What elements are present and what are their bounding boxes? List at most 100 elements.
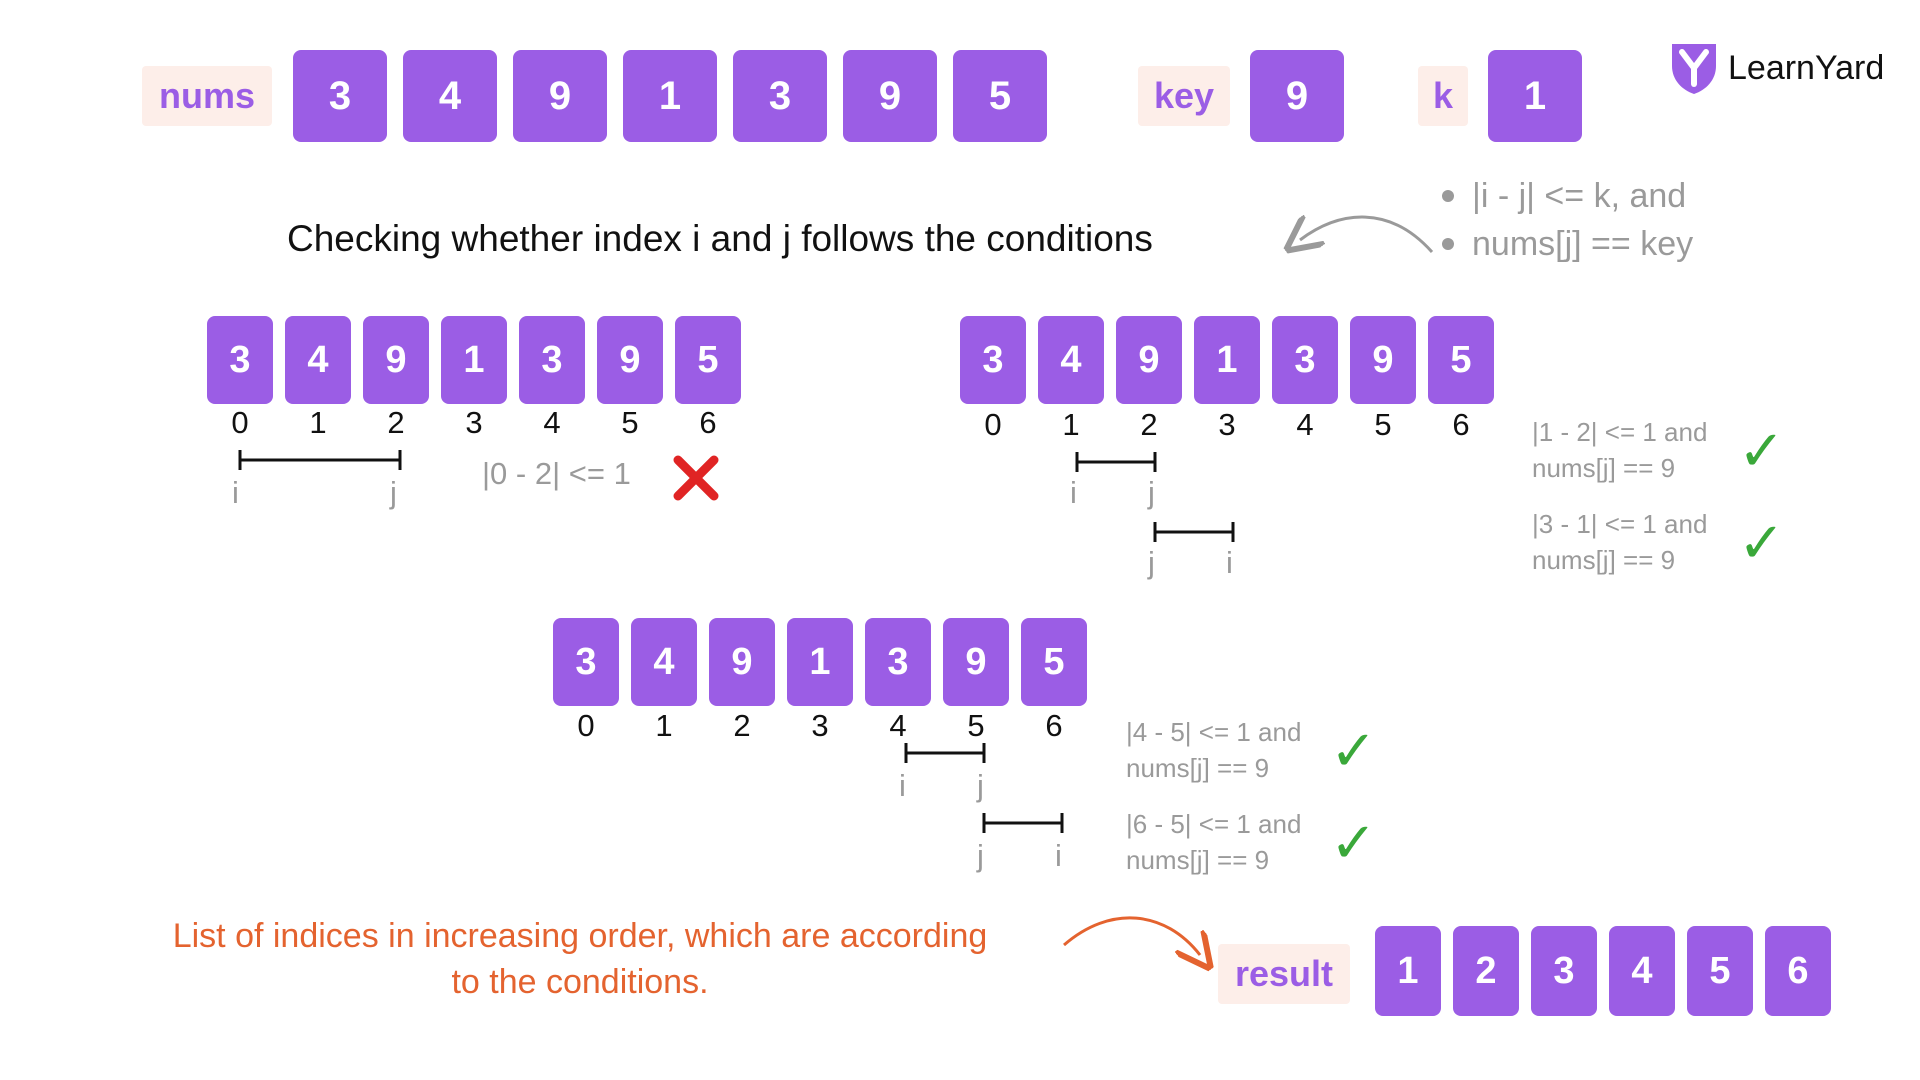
k-label: k [1418,66,1468,126]
array-cell: 9 [597,316,663,404]
key-label: key [1138,66,1230,126]
index-label: 6 [699,405,717,440]
nums-label: nums [142,66,272,126]
condition-line: |6 - 5| <= 1 and [1126,809,1302,839]
index-label: 0 [231,405,249,440]
result-cell: 4 [1609,926,1675,1016]
pointer-j: j [1148,475,1155,510]
bullet-icon [1442,238,1454,250]
condition-item: |i - j| <= k, and [1442,172,1693,220]
index-label: 3 [1218,407,1236,442]
pointer-i: i [1055,838,1062,873]
nums-cell: 5 [953,50,1047,142]
result-cell: 2 [1453,926,1519,1016]
range-bar [904,743,986,763]
index-label: 5 [967,708,985,743]
index-label: 6 [1452,407,1470,442]
curved-arrow-gray [1300,217,1434,252]
logo-text: LearnYard [1728,48,1885,87]
condition-text: |6 - 5| <= 1 and nums[j] == 9 [1126,806,1301,878]
array-cell: 9 [1116,316,1182,404]
array-cell: 9 [709,618,775,706]
curved-arrow-orange [1063,916,1200,955]
condition-text: |1 - 2| <= 1 and nums[j] == 9 [1532,414,1707,486]
index-label: 5 [1374,407,1392,442]
nums-cell: 1 [623,50,717,142]
array-cell: 3 [1272,316,1338,404]
cross-icon [673,455,719,501]
index-label: 2 [387,405,405,440]
pointer-i: i [899,768,906,803]
range-bar [982,813,1064,833]
key-value-box: 9 [1250,50,1344,142]
heading-text: Checking whether index i and j follows t… [287,218,1153,259]
pointer-i: i [1070,475,1077,510]
array-cell: 1 [787,618,853,706]
index-label: 1 [1062,407,1080,442]
array-cell: 3 [865,618,931,706]
range-bar [1075,452,1157,472]
array-cell: 5 [675,316,741,404]
index-label: 4 [543,405,561,440]
range-bar [1153,522,1235,542]
condition-text: nums[j] == key [1472,225,1694,263]
array-cell: 1 [441,316,507,404]
condition-line: nums[j] == 9 [1532,545,1676,575]
result-label: result [1218,944,1350,1004]
array-cell: 3 [960,316,1026,404]
k-value-box: 1 [1488,50,1582,142]
result-note: List of indices in increasing order, whi… [100,913,1060,1005]
check-icon: ✓ [1738,511,1785,574]
index-label: 4 [1296,407,1314,442]
index-label: 3 [811,708,829,743]
array-cell: 4 [285,316,351,404]
pointer-j: j [977,838,984,873]
array-cell: 1 [1194,316,1260,404]
range-bar [238,450,402,470]
conditions-list: |i - j| <= k, and nums[j] == key [1442,172,1693,268]
result-cell: 3 [1531,926,1597,1016]
check-icon: ✓ [1738,419,1785,482]
note-line: List of indices in increasing order, whi… [172,917,988,955]
check-icon: ✓ [1330,811,1377,874]
result-cell: 6 [1765,926,1831,1016]
note-line: to the conditions. [451,963,709,1001]
array-cell: 3 [519,316,585,404]
index-label: 1 [655,708,673,743]
index-label: 0 [577,708,595,743]
index-label: 2 [1140,407,1158,442]
result-cell: 5 [1687,926,1753,1016]
condition-line: nums[j] == 9 [1532,453,1676,483]
nums-cell: 3 [733,50,827,142]
pointer-j: j [1148,545,1155,580]
bullet-icon [1442,190,1454,202]
array-cell: 5 [1021,618,1087,706]
index-label: 2 [733,708,751,743]
pointer-j: j [977,768,984,803]
array-cell: 5 [1428,316,1494,404]
condition-item: nums[j] == key [1442,220,1693,268]
index-label: 1 [309,405,327,440]
pointer-i: i [1226,545,1233,580]
pointer-j: j [390,475,397,510]
array-cell: 4 [631,618,697,706]
array-cell: 3 [207,316,273,404]
array-cell: 4 [1038,316,1104,404]
condition-line: nums[j] == 9 [1126,753,1270,783]
condition-line: nums[j] == 9 [1126,845,1270,875]
condition-line: |1 - 2| <= 1 and [1532,417,1708,447]
index-label: 6 [1045,708,1063,743]
pointer-i: i [232,475,239,510]
array-cell: 3 [553,618,619,706]
condition-text: |0 - 2| <= 1 [482,456,631,491]
index-label: 0 [984,407,1002,442]
index-label: 5 [621,405,639,440]
condition-text: |i - j| <= k, and [1472,177,1687,215]
array-cell: 9 [363,316,429,404]
index-label: 4 [889,708,907,743]
index-label: 3 [465,405,483,440]
result-cell: 1 [1375,926,1441,1016]
